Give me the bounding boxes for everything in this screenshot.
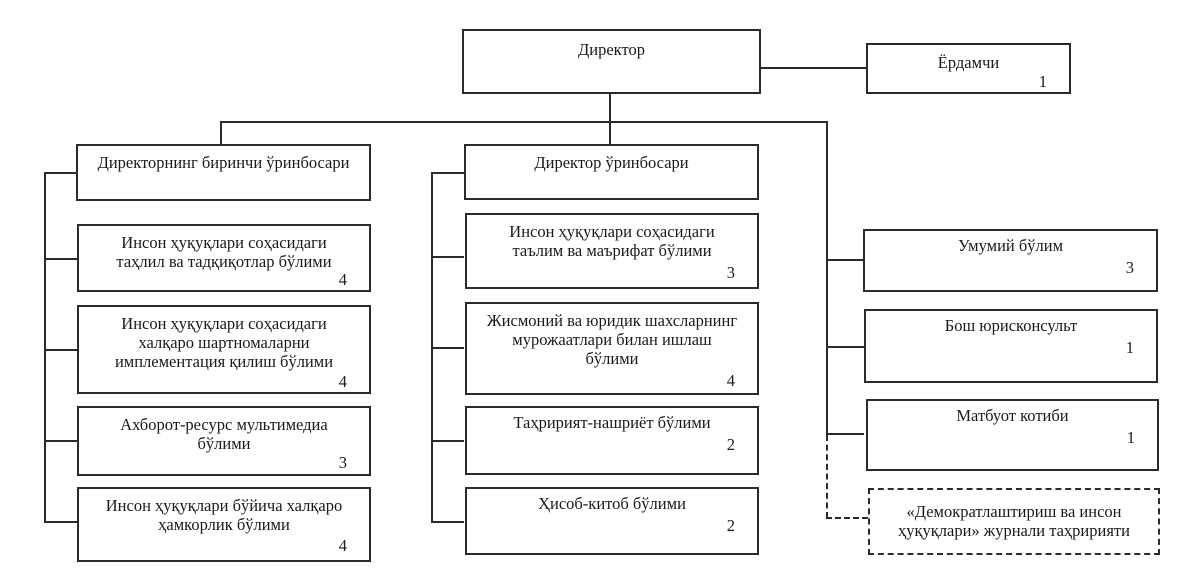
department-box: Инсон ҳуқуқлари соҳасидаги таҳлил ва тад… xyxy=(77,224,371,292)
connector-mid-4 xyxy=(431,521,464,523)
department-staff-count: 3 xyxy=(726,263,735,282)
connector-left-spine xyxy=(44,172,46,522)
department-label: Инсон ҳуқуқлари бўйича халқаро ҳамкорлик… xyxy=(105,496,343,534)
general-department-label: Умумий бўлим xyxy=(957,236,1064,255)
connector-director-assistant xyxy=(761,67,867,69)
connector-right-spine xyxy=(826,121,828,435)
connector-left-3 xyxy=(44,440,77,442)
department-box: Ахборот-ресурс мультимедиа бўлими 3 xyxy=(77,406,371,476)
journal-editorial-label: «Демократлаштириш ва инсон ҳуқуқлари» жу… xyxy=(898,502,1130,540)
connector-deputy xyxy=(609,121,611,145)
press-secretary-label: Матбуот котиби xyxy=(956,406,1069,425)
department-staff-count: 4 xyxy=(338,270,347,289)
general-department-count: 3 xyxy=(1125,258,1134,277)
first-deputy-box: Директорнинг биринчи ўринбосари xyxy=(76,144,371,201)
department-label: Ахборот-ресурс мультимедиа бўлими xyxy=(120,415,328,453)
connector-left-2 xyxy=(44,349,77,351)
department-staff-count: 2 xyxy=(726,516,735,535)
connector-director-trunk xyxy=(609,92,611,122)
department-label: Ҳисоб-китоб бўлими xyxy=(538,494,686,513)
department-box: Инсон ҳуқуқлари соҳасидаги халқаро шартн… xyxy=(77,305,371,394)
first-deputy-label: Директорнинг биринчи ўринбосари xyxy=(97,153,350,172)
connector-first-deputy xyxy=(220,121,222,145)
connector-left-4 xyxy=(44,521,77,523)
department-label: Инсон ҳуқуқлари соҳасидаги халқаро шартн… xyxy=(114,314,334,371)
journal-editorial-box: «Демократлаштириш ва инсон ҳуқуқлари» жу… xyxy=(868,488,1160,555)
deputy-label: Директор ўринбосари xyxy=(534,153,689,172)
department-box: Таҳририят-нашриёт бўлими 2 xyxy=(465,406,759,475)
chief-legal-counsel-box: Бош юрисконсульт 1 xyxy=(864,309,1158,383)
department-staff-count: 4 xyxy=(338,372,347,391)
connector-journal-vertical xyxy=(826,435,828,518)
department-box: Инсон ҳуқуқлари бўйича халқаро ҳамкорлик… xyxy=(77,487,371,562)
connector-right-2 xyxy=(826,346,864,348)
chief-legal-counsel-label: Бош юрисконсульт xyxy=(944,316,1078,335)
connector-left-1 xyxy=(44,258,77,260)
department-box: Ҳисоб-китоб бўлими 2 xyxy=(465,487,759,555)
department-staff-count: 4 xyxy=(726,371,735,390)
department-label: Таҳририят-нашриёт бўлими xyxy=(513,413,711,432)
connector-mid-0 xyxy=(431,172,464,174)
press-secretary-count: 1 xyxy=(1126,428,1135,447)
department-label: Инсон ҳуқуқлари соҳасидаги таълим ва маъ… xyxy=(509,222,715,260)
department-staff-count: 4 xyxy=(338,536,347,555)
assistant-box: Ёрдамчи 1 xyxy=(866,43,1071,94)
connector-right-3 xyxy=(826,433,864,435)
department-staff-count: 3 xyxy=(338,453,347,472)
general-department-box: Умумий бўлим 3 xyxy=(863,229,1158,292)
connector-journal-horizontal xyxy=(826,517,868,519)
department-label: Жисмоний ва юридик шахсларнинг мурожаатл… xyxy=(486,311,738,368)
press-secretary-box: Матбуот котиби 1 xyxy=(866,399,1159,471)
connector-left-0 xyxy=(44,172,77,174)
connector-mid-3 xyxy=(431,440,464,442)
connector-right-1 xyxy=(826,259,864,261)
department-label: Инсон ҳуқуқлари соҳасидаги таҳлил ва тад… xyxy=(116,233,332,271)
connector-mid-1 xyxy=(431,256,464,258)
deputy-box: Директор ўринбосари xyxy=(464,144,759,200)
department-box: Инсон ҳуқуқлари соҳасидаги таълим ва маъ… xyxy=(465,213,759,289)
director-box: Директор xyxy=(462,29,761,94)
department-staff-count: 2 xyxy=(726,435,735,454)
connector-bus xyxy=(220,121,827,123)
director-label: Директор xyxy=(578,40,645,59)
assistant-count: 1 xyxy=(1038,72,1047,91)
assistant-label: Ёрдамчи xyxy=(937,53,1000,72)
chief-legal-counsel-count: 1 xyxy=(1125,338,1134,357)
connector-mid-2 xyxy=(431,347,464,349)
department-box: Жисмоний ва юридик шахсларнинг мурожаатл… xyxy=(465,302,759,395)
